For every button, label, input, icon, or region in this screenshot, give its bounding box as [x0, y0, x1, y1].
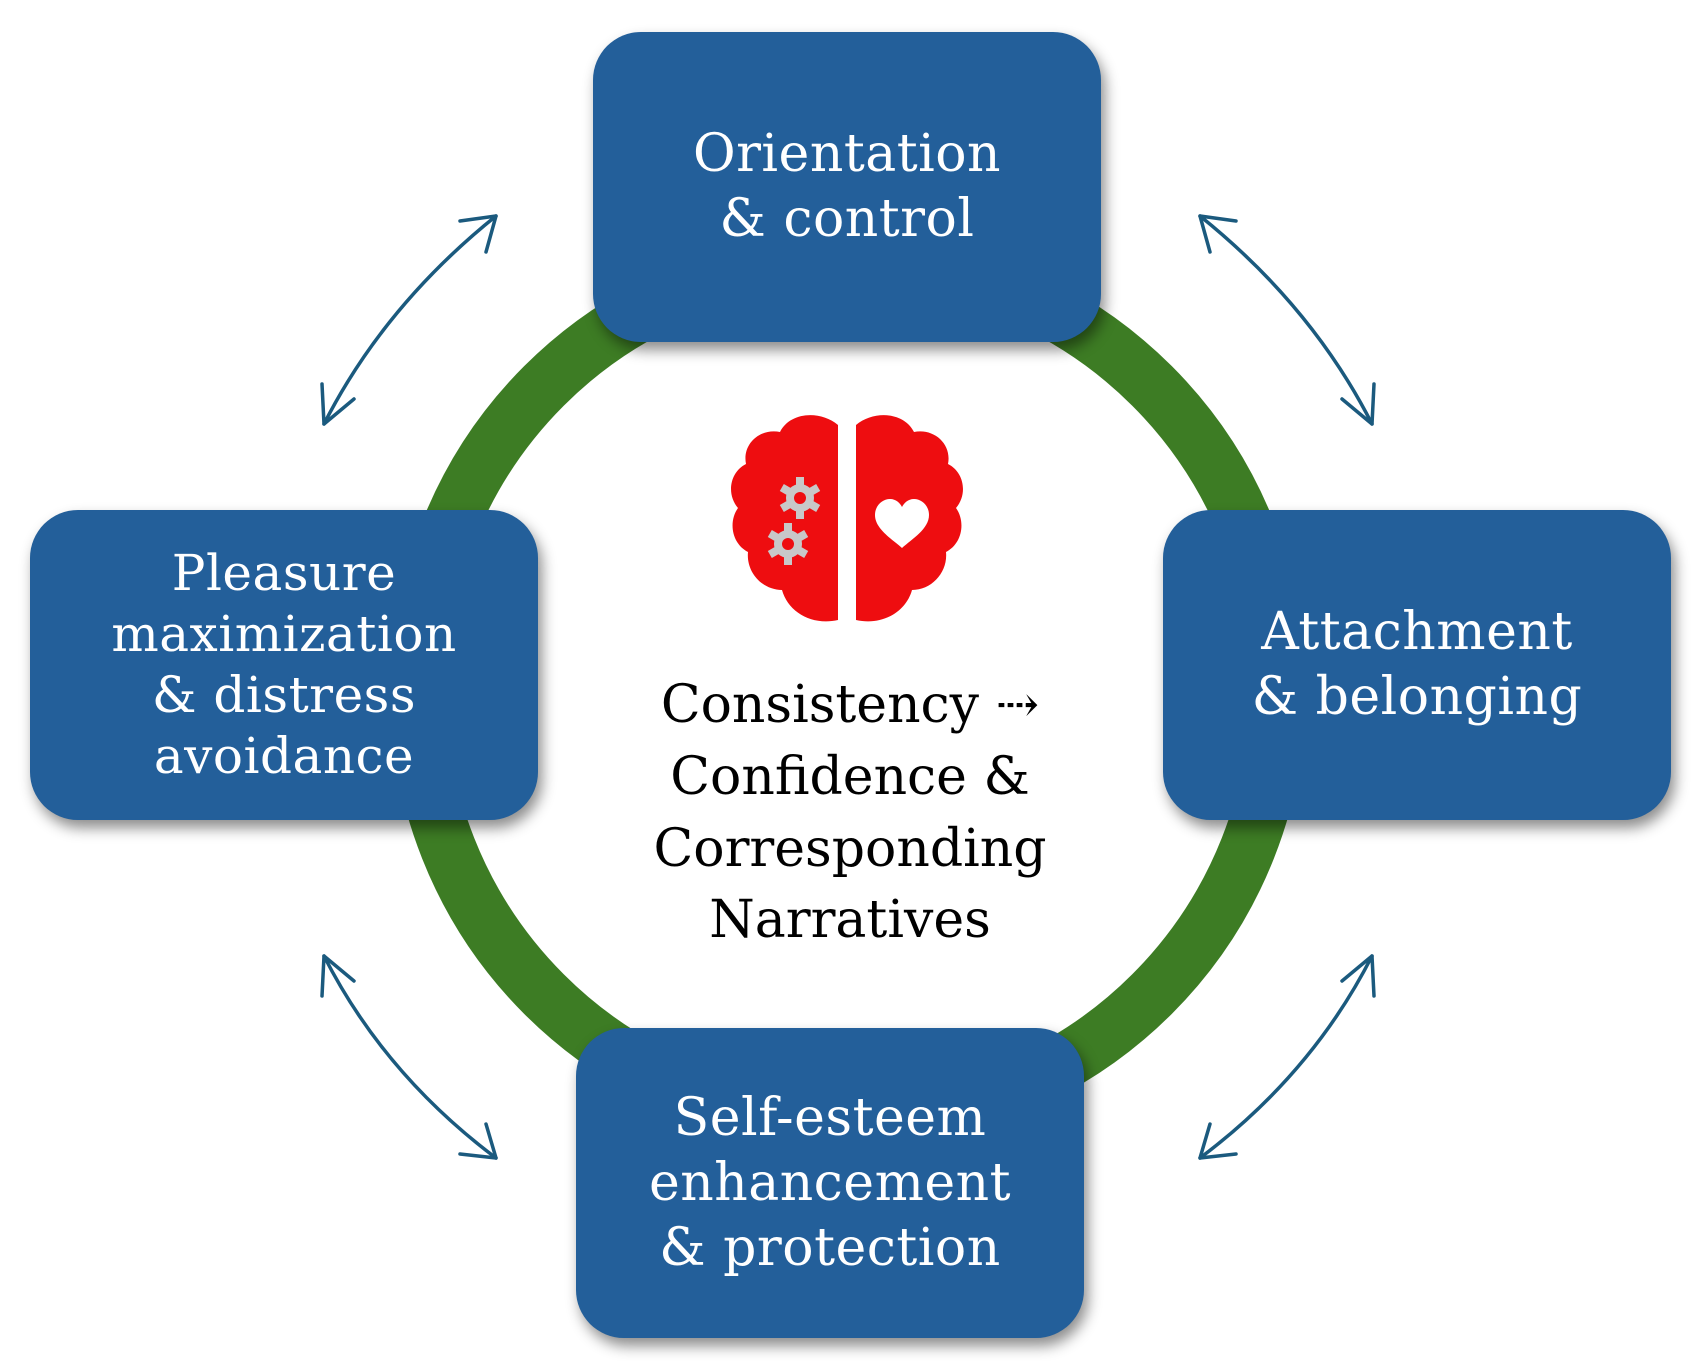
- center-line-4: Narratives: [709, 890, 991, 951]
- box-top-line-2: & control: [719, 189, 975, 249]
- center-line-1: Consistency ⇢: [660, 675, 1040, 735]
- arrow-top-right: [1198, 214, 1376, 426]
- box-left-line-3: & distress: [152, 666, 416, 724]
- box-pleasure-maximization: Pleasure maximization & distress avoidan…: [30, 510, 538, 820]
- box-right-line-2: & belonging: [1251, 667, 1583, 727]
- arrow-top-left: [320, 214, 498, 426]
- heart-icon: [875, 499, 929, 548]
- arrow-bottom-left: [320, 954, 498, 1160]
- box-bottom-line-2: enhancement: [648, 1152, 1012, 1213]
- box-bottom-line-1: Self-esteem: [673, 1087, 987, 1148]
- box-right-line-1: Attachment: [1261, 602, 1573, 662]
- box-left-line-1: Pleasure: [171, 544, 397, 602]
- arrow-bottom-right: [1198, 954, 1376, 1160]
- box-orientation-control: Orientation & control: [593, 32, 1101, 342]
- box-top-line-1: Orientation: [692, 124, 1002, 184]
- center-label: Consistency ⇢ Confidence & Corresponding…: [560, 670, 1140, 957]
- brain-gears-heart-icon: [731, 415, 963, 622]
- box-self-esteem: Self-esteem enhancement & protection: [576, 1028, 1084, 1338]
- box-bottom-line-3: & protection: [659, 1217, 1001, 1278]
- center-line-2: Confidence &: [670, 746, 1030, 807]
- box-left-line-2: maximization: [111, 605, 457, 663]
- box-left-line-4: avoidance: [153, 727, 415, 785]
- center-line-3: Corresponding: [653, 818, 1047, 879]
- box-attachment-belonging: Attachment & belonging: [1163, 510, 1671, 820]
